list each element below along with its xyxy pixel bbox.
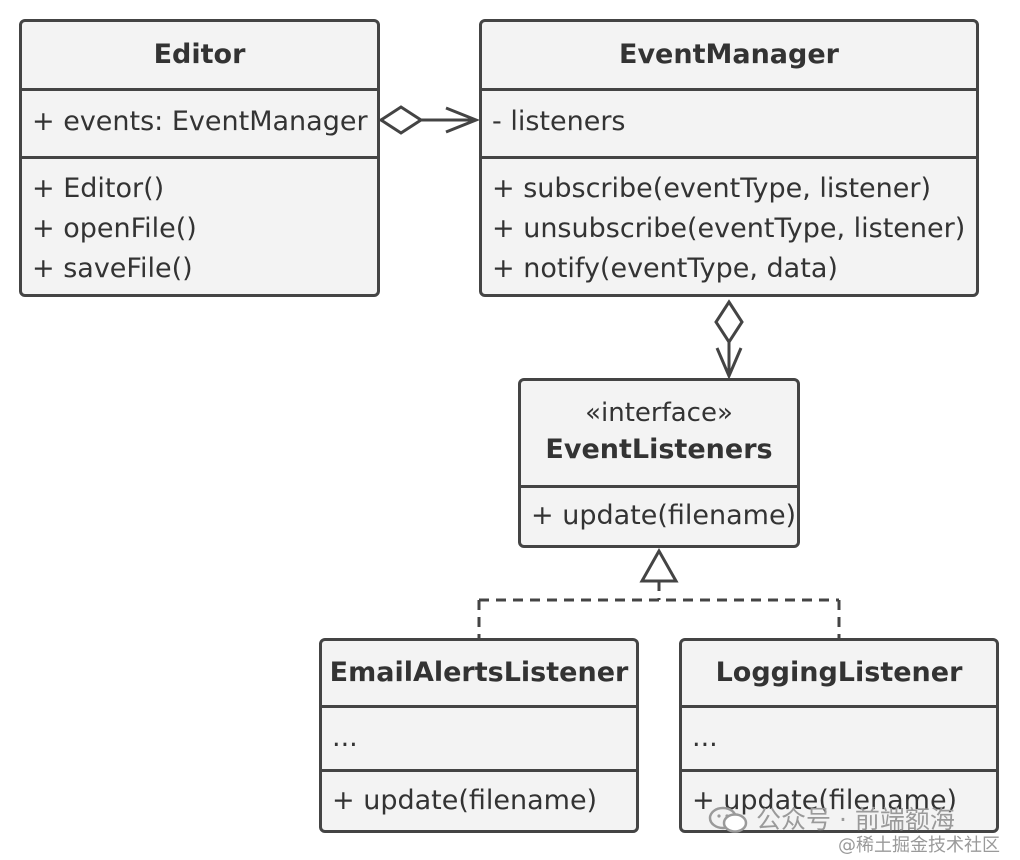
- aggregation-eventmanager-eventlisteners: [714, 299, 744, 380]
- method: + update(filename): [692, 785, 958, 816]
- method: + subscribe(eventType, listener): [492, 173, 932, 204]
- fields-compartment: - listeners: [482, 88, 976, 156]
- method: + openFile(): [32, 213, 197, 244]
- field: ...: [692, 722, 718, 753]
- method: + update(filename): [332, 785, 598, 816]
- field: - listeners: [492, 106, 626, 137]
- wechat-icon: [708, 806, 748, 833]
- realization-links: [477, 547, 841, 638]
- realization-triangle: [639, 547, 679, 583]
- fields-compartment: ...: [682, 705, 996, 769]
- aggregation-diamond: [714, 299, 744, 345]
- logging-listener-class: LoggingListener ... + update(filename): [679, 638, 999, 833]
- field: ...: [332, 722, 358, 753]
- method: + Editor(): [32, 173, 165, 204]
- interface-header: «interface» EventListeners: [521, 381, 797, 485]
- methods-compartment: + subscribe(eventType, listener) + unsub…: [482, 156, 976, 294]
- editor-class: Editor + events: EventManager + Editor()…: [19, 19, 380, 297]
- email-alerts-listener-class: EmailAlertsListener ... + update(filenam…: [319, 638, 639, 833]
- open-arrowhead: [445, 106, 481, 134]
- methods-compartment: + update(filename): [682, 769, 996, 830]
- method: + notify(eventType, data): [492, 253, 838, 284]
- method: + update(filename): [531, 500, 797, 531]
- methods-compartment: + update(filename): [521, 485, 797, 545]
- class-name: EventManager: [619, 39, 839, 70]
- class-name: EmailAlertsListener: [329, 657, 629, 688]
- methods-compartment: + Editor() + openFile() + saveFile(): [22, 156, 377, 294]
- class-name: EventListeners: [545, 434, 773, 465]
- stereotype-label: «interface»: [585, 398, 733, 428]
- methods-compartment: + update(filename): [322, 769, 636, 830]
- class-name: Editor: [153, 39, 246, 70]
- class-name: LoggingListener: [715, 657, 963, 688]
- fields-compartment: + events: EventManager: [22, 88, 377, 156]
- event-manager-class: EventManager - listeners + subscribe(eve…: [479, 19, 979, 297]
- event-listeners-interface: «interface» EventListeners + update(file…: [518, 378, 800, 548]
- method: + unsubscribe(eventType, listener): [492, 213, 966, 244]
- fields-compartment: ...: [322, 705, 636, 769]
- method: + saveFile(): [32, 253, 193, 284]
- watermark-line2: @稀土掘金技术社区: [838, 835, 1000, 856]
- aggregation-editor-eventmanager: [378, 105, 481, 135]
- aggregation-diamond: [378, 105, 424, 135]
- field: + events: EventManager: [32, 106, 368, 137]
- open-arrowhead: [715, 347, 743, 380]
- watermark-line1: 公众号 · 前端额海: [756, 805, 955, 834]
